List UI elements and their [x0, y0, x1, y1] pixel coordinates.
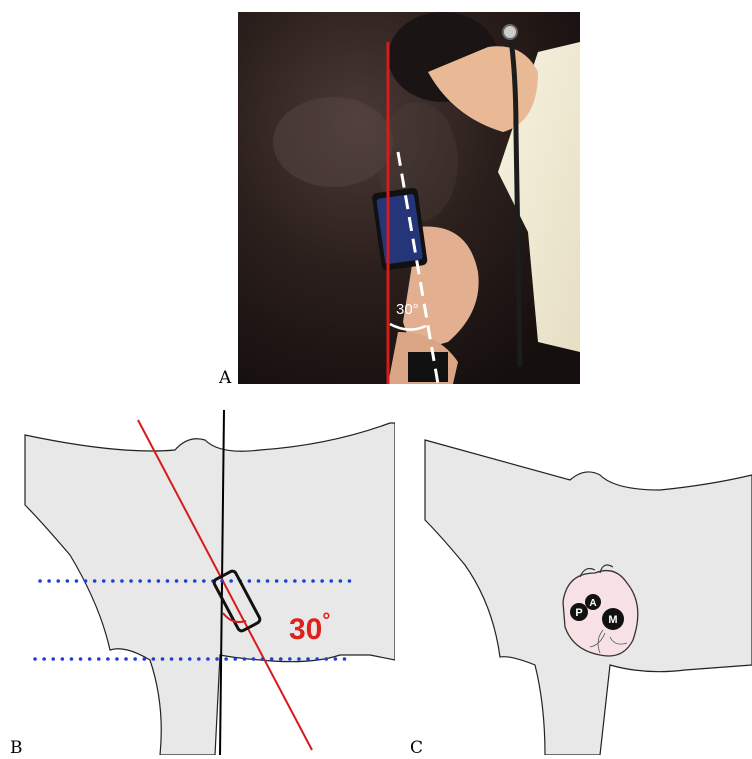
heart-marker-a: A: [585, 594, 601, 610]
horse-schematic-b: 30°: [0, 405, 395, 755]
photo-illustration: 30°: [238, 12, 580, 384]
heart-marker-p: P: [570, 603, 588, 621]
earpiece-icon: [503, 25, 517, 39]
diagram-panel-c: P A M: [405, 405, 752, 755]
horse-body-outline: [25, 423, 395, 755]
angle-label-a: 30°: [396, 301, 419, 318]
horse-schematic-c: P A M: [405, 405, 752, 755]
photo-panel-a: 30°: [238, 12, 580, 384]
panel-label-c: C: [410, 738, 423, 758]
svg-text:M: M: [608, 614, 617, 626]
svg-text:A: A: [589, 598, 596, 609]
diagram-panel-b: 30°: [0, 405, 395, 755]
panel-label-a: A: [219, 368, 231, 388]
heart-marker-m: M: [602, 608, 624, 630]
watch-icon: [408, 352, 448, 382]
panel-label-b: B: [10, 738, 23, 758]
svg-text:P: P: [575, 607, 582, 619]
